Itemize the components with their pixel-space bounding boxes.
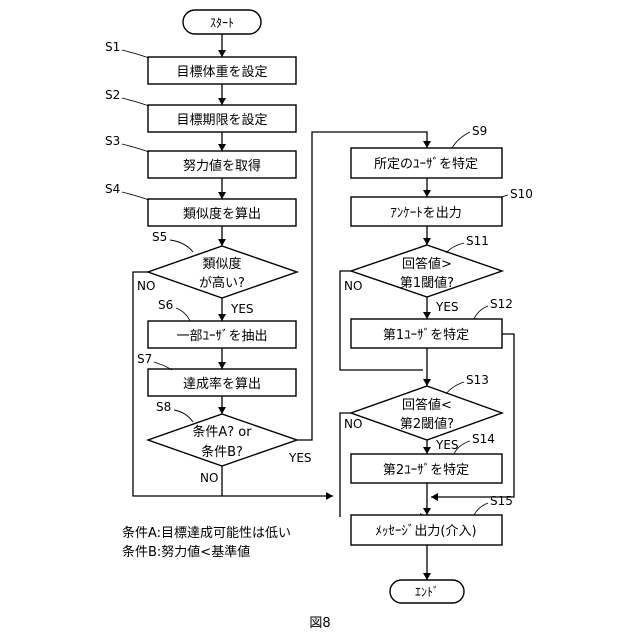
- step-s1: 目標体重を設定 S1: [105, 40, 296, 84]
- step-s6-tag: S6: [158, 298, 173, 312]
- step-s4: 類似度を算出 S4: [105, 182, 296, 226]
- decision-s8-tag: S8: [156, 400, 171, 414]
- decision-s11-yes: YES: [435, 300, 459, 314]
- decision-s5-line1: 類似度: [202, 256, 241, 272]
- step-s9-tag: S9: [472, 124, 487, 138]
- decision-s8-yes: YES: [288, 451, 312, 465]
- step-s2-tag: S2: [105, 88, 120, 102]
- step-s14-text: 第2ﾕｰｻﾞを特定: [383, 463, 469, 478]
- step-s4-text: 類似度を算出: [183, 206, 261, 222]
- decision-s5-line2: が高い?: [199, 275, 245, 291]
- step-s2-text: 目標期限を設定: [176, 112, 267, 128]
- figure-label: 図8: [309, 616, 330, 631]
- step-s9-text: 所定のﾕｰｻﾞを特定: [374, 157, 478, 172]
- step-s7: 達成率を算出 S7: [137, 352, 296, 396]
- step-s10: ｱﾝｹｰﾄを出力 S10: [351, 187, 533, 226]
- decision-s11: 回答値> 第1閾値? S11 YES NO: [344, 234, 502, 314]
- step-s7-text: 達成率を算出: [183, 376, 261, 392]
- decision-s11-line2: 第1閾値?: [400, 275, 454, 291]
- decision-s8-line2: 条件B?: [201, 444, 243, 460]
- step-s14-tag: S14: [472, 432, 495, 446]
- step-s6-text: 一部ﾕｰｻﾞを抽出: [176, 329, 267, 344]
- decision-s8: 条件A? or 条件B? S8 YES NO: [148, 400, 312, 485]
- step-s10-tag: S10: [510, 187, 533, 201]
- end-label: ｴﾝﾄﾞ: [415, 585, 439, 599]
- decision-s11-no: NO: [344, 279, 362, 293]
- step-s10-text: ｱﾝｹｰﾄを出力: [390, 206, 462, 221]
- step-s12-text: 第1ﾕｰｻﾞを特定: [383, 328, 469, 343]
- step-s12: 第1ﾕｰｻﾞを特定 S12: [351, 297, 513, 348]
- decision-s8-no: NO: [200, 471, 218, 485]
- decision-s11-line1: 回答値>: [402, 256, 452, 272]
- start-label: ｽﾀｰﾄ: [210, 16, 234, 30]
- step-s15-text: ﾒｯｾｰｼﾞ出力(介入): [375, 524, 476, 539]
- step-s1-tag: S1: [105, 40, 120, 54]
- decision-s13-tag: S13: [466, 373, 489, 387]
- decision-s13-yes: YES: [435, 438, 459, 452]
- condition-a-note: 条件A:目標達成可能性は低い: [122, 525, 291, 541]
- end-terminal: ｴﾝﾄﾞ: [390, 580, 464, 603]
- decision-s8-line1: 条件A? or: [192, 424, 252, 440]
- step-s3: 努力値を取得 S3: [105, 134, 296, 178]
- step-s3-tag: S3: [105, 134, 120, 148]
- decision-s13-no: NO: [344, 417, 362, 431]
- step-s15-tag: S15: [490, 494, 513, 508]
- step-s3-text: 努力値を取得: [183, 158, 261, 174]
- decision-s13-line1: 回答値<: [402, 397, 452, 413]
- decision-s5-tag: S5: [152, 230, 167, 244]
- decision-s11-tag: S11: [466, 234, 489, 248]
- condition-b-note: 条件B:努力値<基準値: [122, 544, 250, 560]
- decision-s5-no: NO: [137, 279, 155, 293]
- start-terminal: ｽﾀｰﾄ: [183, 10, 261, 34]
- step-s12-tag: S12: [490, 297, 513, 311]
- step-s1-text: 目標体重を設定: [176, 64, 267, 80]
- step-s4-tag: S4: [105, 182, 120, 196]
- decision-s13-line2: 第2閾値?: [400, 416, 454, 432]
- decision-s5-yes: YES: [230, 302, 254, 316]
- step-s7-tag: S7: [137, 352, 152, 366]
- step-s15: ﾒｯｾｰｼﾞ出力(介入) S15: [351, 494, 513, 545]
- step-s2: 目標期限を設定 S2: [105, 88, 296, 132]
- condition-notes: 条件A:目標達成可能性は低い 条件B:努力値<基準値: [122, 525, 291, 560]
